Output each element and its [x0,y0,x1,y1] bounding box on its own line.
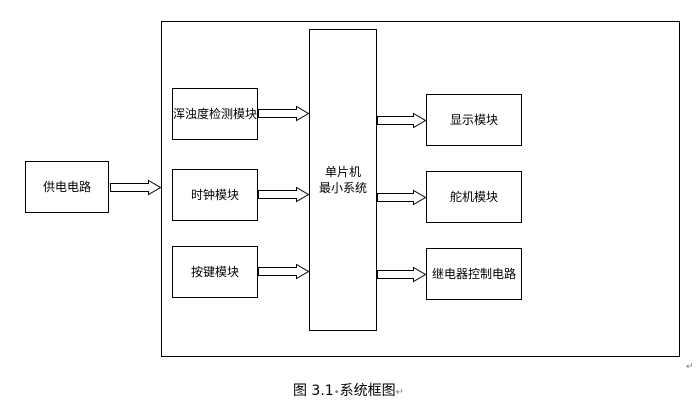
caption-paragraph-mark: ↵ [395,387,404,398]
mcu-label-line1: 单片机 [324,165,361,179]
clock-module-label: 时钟模块 [190,188,239,202]
turbidity-module-label: 浑浊度检测模块 [173,107,258,121]
arrow-key-to-mcu [258,263,310,280]
relay-circuit-label: 继电器控制电路 [431,267,516,281]
caption-title: 系统框图 [339,383,396,399]
turbidity-module-box: 浑浊度检测模块 [172,88,258,140]
caption-label: 图 3.1 [292,383,334,399]
system-boundary-frame [161,21,680,357]
power-supply-label: 供电电路 [42,180,91,194]
arrow-mcu-to-relay [377,266,427,283]
clock-module-box: 时钟模块 [172,169,258,221]
power-supply-box: 供电电路 [25,161,109,213]
caption-bullet: • [333,387,340,398]
arrow-mcu-to-servo [377,189,427,206]
display-module-label: 显示模块 [449,113,498,127]
arrow-power-to-frame [110,179,162,196]
paragraph-mark: ↵ [686,362,694,372]
servo-module-box: 舵机模块 [426,171,522,223]
mcu-minimum-system-box: 单片机 最小系统 [309,29,377,331]
arrow-clock-to-mcu [258,186,310,203]
mcu-label-line2: 最小系统 [318,181,367,195]
arrow-mcu-to-display [377,112,427,129]
display-module-box: 显示模块 [426,94,522,146]
arrow-turbidity-to-mcu [258,105,310,122]
servo-module-label: 舵机模块 [449,190,498,204]
relay-circuit-box: 继电器控制电路 [426,248,522,300]
key-module-box: 按键模块 [172,246,258,298]
key-module-label: 按键模块 [190,265,239,279]
figure-caption: 图 3.1•系统框图↵ [0,382,697,402]
